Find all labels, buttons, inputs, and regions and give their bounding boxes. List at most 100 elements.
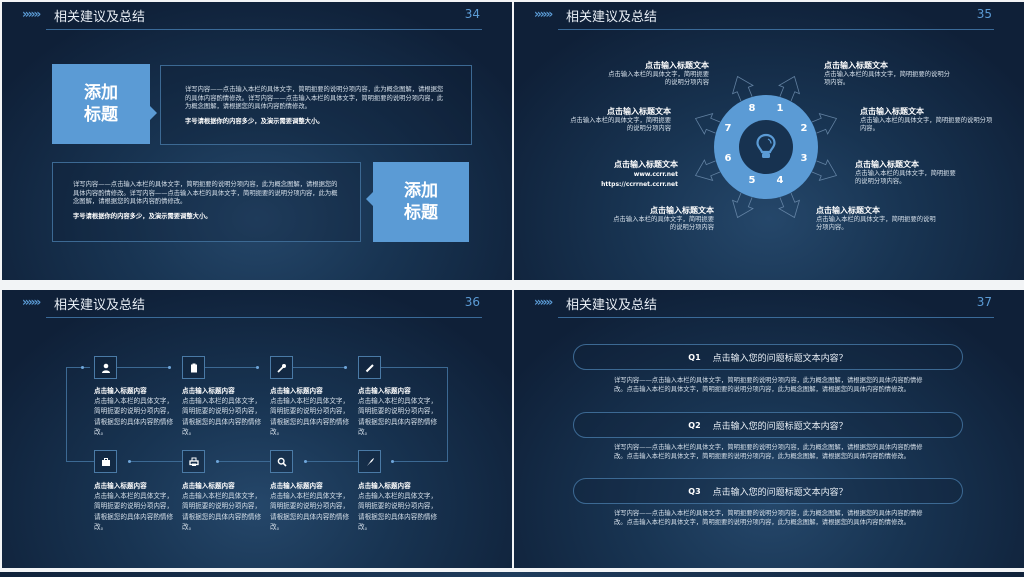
slide-header: »»» 相关建议及总结 36: [2, 290, 512, 320]
flow-line: [293, 367, 347, 368]
question-pill-3[interactable]: Q3 点击输入您的问题标题文本内容？: [573, 478, 963, 504]
step-desc: 点击输入本栏的具体文字，简明扼要的说明分项内容，请根据您的具体内容酌情修改。: [182, 397, 262, 436]
item-desc: 点击输入本栏的具体文字，简明扼要的说明分项内容。: [824, 71, 950, 87]
step-desc: 点击输入本栏的具体文字，简明扼要的说明分项内容，请根据您的具体内容酌情修改。: [358, 492, 438, 531]
slide-title: 相关建议及总结: [54, 10, 146, 25]
wheel-number-5: 5: [748, 175, 756, 186]
wheel-item-mid-right[interactable]: 点击输入标题文本 点击输入本栏的具体文字，简明扼要的说明分项内容。: [855, 159, 959, 186]
item-title: 点击输入标题文本: [645, 61, 709, 70]
item-title: 点击输入标题文本: [614, 160, 678, 169]
page-number: 36: [464, 295, 480, 309]
slide-37[interactable]: »»» 相关建议及总结 37 Q1 点击输入您的问题标题文本内容？ 详写内容——…: [514, 290, 1024, 568]
step-title: 点击输入标题内容: [358, 387, 411, 395]
wheel-item-mid-left[interactable]: 点击输入标题文本 www.ccrr.net https://ccrrnet.cc…: [538, 159, 678, 190]
step-item-3[interactable]: 点击输入标题内容 点击输入本栏的具体文字，简明扼要的说明分项内容，请根据您的具体…: [270, 386, 350, 437]
item-title: 点击输入标题文本: [860, 107, 924, 116]
slide-36[interactable]: »»» 相关建议及总结 36: [2, 290, 512, 568]
next-slide-strip: [0, 572, 1024, 577]
flow-line: [205, 367, 259, 368]
step-desc: 点击输入本栏的具体文字，简明扼要的说明分项内容，请根据您的具体内容酌情修改。: [94, 397, 174, 436]
header-rule: [558, 29, 994, 30]
quill-icon: [366, 457, 374, 466]
wheel-item-upper-right[interactable]: 点击输入标题文本 点击输入本栏的具体文字，简明扼要的说明分项内容。: [860, 106, 995, 133]
step-icon-box-1[interactable]: [94, 356, 117, 379]
question-label: Q1: [688, 352, 701, 362]
step-item-7[interactable]: 点击输入标题内容 点击输入本栏的具体文字，简明扼要的说明分项内容，请根据您的具体…: [270, 481, 350, 532]
box-note: 字号请根据你的内容多少，及演示需要调整大小。: [73, 212, 212, 220]
wheel-item-upper-left[interactable]: 点击输入标题文本 点击输入本栏的具体文字，简明扼要的说明分项内容: [531, 106, 671, 133]
step-icon-box-6[interactable]: [182, 450, 205, 473]
chevrons-icon: »»»: [534, 7, 553, 21]
step-item-8[interactable]: 点击输入标题内容 点击输入本栏的具体文字，简明扼要的说明分项内容，请根据您的具体…: [358, 481, 438, 532]
step-item-6[interactable]: 点击输入标题内容 点击输入本栏的具体文字，简明扼要的说明分项内容，请根据您的具体…: [182, 481, 262, 532]
flow-line: [392, 461, 448, 462]
step-item-2[interactable]: 点击输入标题内容 点击输入本栏的具体文字，简明扼要的说明分项内容，请根据您的具体…: [182, 386, 262, 437]
item-url-2[interactable]: https://ccrrnet.ccrr.net: [601, 181, 678, 188]
question-label: Q2: [688, 420, 701, 430]
wheel-item-bottom-left[interactable]: 点击输入标题文本 点击输入本栏的具体文字，简明扼要的说明分项内容: [574, 205, 714, 232]
item-desc: 点击输入本栏的具体文字，简明扼要的说明分项内容。: [816, 216, 936, 232]
briefcase-icon: [101, 457, 110, 466]
radial-arrows: [694, 75, 838, 219]
step-desc: 点击输入本栏的具体文字，简明扼要的说明分项内容，请根据您的具体内容酌情修改。: [270, 397, 350, 436]
item-url-1[interactable]: www.ccrr.net: [633, 171, 678, 178]
header-rule: [46, 29, 482, 30]
flow-line: [128, 461, 182, 462]
step-title: 点击输入标题内容: [94, 482, 147, 490]
arrow-dot: [256, 366, 259, 369]
step-item-1[interactable]: 点击输入标题内容 点击输入本栏的具体文字，简明扼要的说明分项内容，请根据您的具体…: [94, 386, 174, 437]
wheel-item-top-left[interactable]: 点击输入标题文本 点击输入本栏的具体文字，简明扼要的说明分项内容: [569, 60, 709, 87]
item-title: 点击输入标题文本: [650, 206, 714, 215]
slide-34[interactable]: »»» 相关建议及总结 34 添加 标题 详写内容——点击输入本栏的具体文字，简…: [2, 2, 512, 280]
question-answer-1: 详写内容——点击输入本栏的具体文字，简明扼要的说明分项内容，此为概念图解，请根据…: [614, 377, 923, 393]
arrow-dot: [168, 366, 171, 369]
question-pill-1[interactable]: Q1 点击输入您的问题标题文本内容？: [573, 344, 963, 370]
arrow-dot: [81, 366, 84, 369]
flow-line: [447, 367, 448, 461]
step-item-5[interactable]: 点击输入标题内容 点击输入本栏的具体文字，简明扼要的说明分项内容，请根据您的具体…: [94, 481, 174, 532]
wheel-item-bottom-right[interactable]: 点击输入标题文本 点击输入本栏的具体文字，简明扼要的说明分项内容。: [816, 205, 936, 232]
slide-35[interactable]: »»» 相关建议及总结 35 1 2 3 4 5 6 7 8: [514, 2, 1024, 280]
step-title: 点击输入标题内容: [270, 482, 323, 490]
box-note: 字号请根据你的内容多少，及演示需要调整大小。: [185, 117, 324, 125]
arrow-dot: [391, 460, 394, 463]
step-icon-box-8[interactable]: [358, 450, 381, 473]
text-box-1[interactable]: 详写内容——点击输入本栏的具体文字，简明扼要的说明分项内容，此为概念图解，请根据…: [160, 65, 472, 145]
pencil-icon: [365, 363, 374, 372]
wheel-number-2: 2: [800, 123, 808, 134]
flow-line: [66, 367, 90, 368]
step-icon-box-2[interactable]: [182, 356, 205, 379]
step-icon-box-5[interactable]: [94, 450, 117, 473]
step-icon-box-7[interactable]: [270, 450, 293, 473]
step-title: 点击输入标题内容: [182, 482, 235, 490]
wheel-number-6: 6: [724, 153, 732, 164]
text-box-2[interactable]: 详写内容——点击输入本栏的具体文字，简明扼要的说明分项内容，此为概念图解，请根据…: [52, 162, 361, 242]
arrow-dot: [128, 460, 131, 463]
question-title: 点击输入您的问题标题文本内容？: [712, 353, 848, 364]
slide-title: 相关建议及总结: [566, 298, 658, 313]
step-item-4[interactable]: 点击输入标题内容 点击输入本栏的具体文字，简明扼要的说明分项内容，请根据您的具体…: [358, 386, 438, 437]
question-pill-2[interactable]: Q2 点击输入您的问题标题文本内容？: [573, 412, 963, 438]
step-icon-box-4[interactable]: [358, 356, 381, 379]
flow-line: [66, 461, 94, 462]
slide-header: »»» 相关建议及总结 34: [2, 2, 512, 32]
slide-header: »»» 相关建议及总结 35: [514, 2, 1024, 32]
step-desc: 点击输入本栏的具体文字，简明扼要的说明分项内容，请根据您的具体内容酌情修改。: [94, 492, 174, 531]
wheel-number-3: 3: [800, 153, 808, 164]
slide-header: »»» 相关建议及总结 37: [514, 290, 1024, 320]
user-icon: [101, 363, 110, 373]
step-icon-box-3[interactable]: [270, 356, 293, 379]
wheel-item-top-right[interactable]: 点击输入标题文本 点击输入本栏的具体文字，简明扼要的说明分项内容。: [824, 60, 954, 87]
clipboard-icon: [190, 363, 197, 372]
slide-title: 相关建议及总结: [54, 298, 146, 313]
printer-icon: [188, 457, 199, 466]
step-title: 点击输入标题内容: [182, 387, 235, 395]
title-tag-2[interactable]: 添加 标题: [366, 162, 469, 242]
question-title: 点击输入您的问题标题文本内容？: [712, 487, 848, 498]
question-label: Q3: [688, 486, 701, 496]
arrow-dot: [216, 460, 219, 463]
title-tag-1[interactable]: 添加 标题: [52, 64, 157, 144]
flow-line: [117, 367, 171, 368]
flow-line: [216, 461, 270, 462]
numbered-wheel: 1 2 3 4 5 6 7 8: [714, 95, 818, 199]
